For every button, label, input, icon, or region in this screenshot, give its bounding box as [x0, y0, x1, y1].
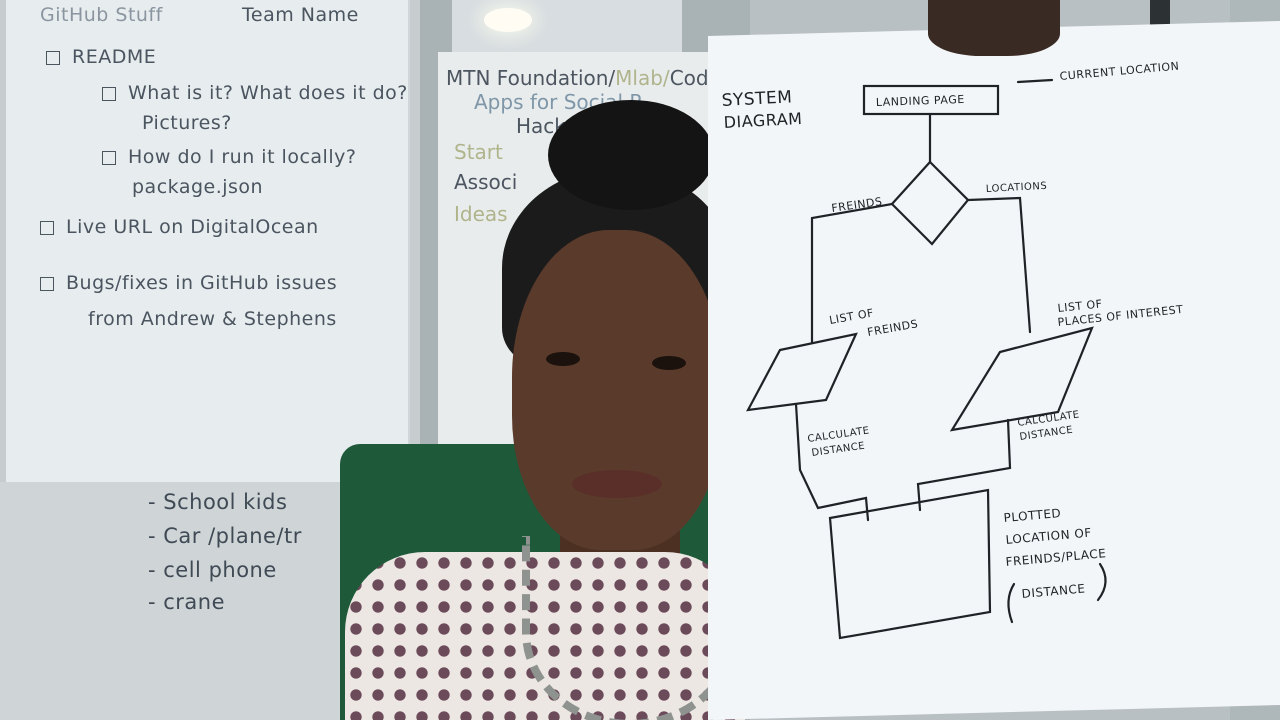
flipchart-item: Bugs/fixes in GitHub issues: [40, 272, 337, 294]
decision-diamond: [890, 160, 970, 246]
flipchart-team-name: Team Name: [242, 4, 359, 26]
list-places-label: LIST OF: [1057, 297, 1103, 315]
distance-bracket-left: [1007, 582, 1016, 624]
flipchart-left-lower-sheet: - School kids - Car /plane/tr - cell pho…: [0, 482, 400, 720]
flipchart-item: from Andrew & Stephens: [88, 308, 337, 330]
friends-branch-label: FREINDS: [831, 195, 884, 215]
plotted-label: LOCATION OF: [1005, 526, 1092, 547]
mouth: [572, 470, 662, 498]
diagram-title: SYSTEM: [721, 87, 793, 111]
list-friends-label: LIST OF: [828, 306, 875, 327]
places-list-parallelogram: [949, 326, 1094, 432]
friends-list-parallelogram: [746, 332, 858, 412]
hand-holding-paper: [928, 0, 1060, 56]
flipchart-item: How do I run it locally?: [102, 146, 356, 168]
distance-bracket-right: [1096, 562, 1107, 602]
checkbox-icon: [40, 276, 54, 291]
flipchart-item: Live URL on DigitalOcean: [40, 216, 319, 238]
checkbox-icon: [102, 150, 116, 165]
bottom-list-item: - crane: [148, 590, 226, 614]
flipchart-middle-item: Associ: [454, 170, 518, 194]
calc-left-line: [794, 402, 870, 522]
bottom-list-item: - cell phone: [148, 558, 277, 582]
diagram-title: DIAGRAM: [723, 109, 803, 132]
flipchart-item: Pictures?: [142, 112, 232, 134]
flipchart-item: package.json: [132, 176, 264, 198]
bottom-list-item: - School kids: [148, 490, 288, 514]
flipchart-middle-item: Start: [454, 140, 503, 164]
flipchart-middle-item: Ideas: [454, 202, 508, 226]
locations-branch-line: [966, 196, 1032, 334]
plotted-location-box: [828, 488, 992, 640]
checkbox-icon: [40, 220, 54, 235]
landing-page-label: LANDING PAGE: [876, 93, 965, 109]
left-eye: [546, 352, 580, 366]
ceiling-light: [484, 8, 532, 32]
plotted-label: PLOTTED: [1003, 506, 1062, 525]
friends-branch-line: [810, 202, 894, 344]
distance-label: DISTANCE: [1021, 581, 1086, 601]
calc-right-line: [916, 418, 1012, 512]
hair-bun: [548, 100, 714, 210]
checkbox-icon: [46, 50, 60, 65]
flipchart-item: What is it? What does it do?: [102, 82, 408, 104]
flipchart-header: GitHub Stuff: [40, 4, 163, 26]
list-friends-label: FREINDS: [866, 317, 919, 339]
current-location-label: CURRENT LOCATION: [1059, 60, 1180, 83]
current-location-pointer: [1016, 78, 1054, 84]
locations-branch-label: LOCATIONS: [986, 181, 1048, 195]
flipchart-item: README: [46, 46, 156, 68]
checkbox-icon: [102, 86, 116, 101]
bottom-list-item: - Car /plane/tr: [148, 524, 302, 548]
flipchart-left: GitHub Stuff Team Name README What is it…: [6, 0, 410, 482]
right-eye: [652, 356, 686, 370]
plotted-label: FREINDS/PLACE: [1005, 546, 1107, 569]
